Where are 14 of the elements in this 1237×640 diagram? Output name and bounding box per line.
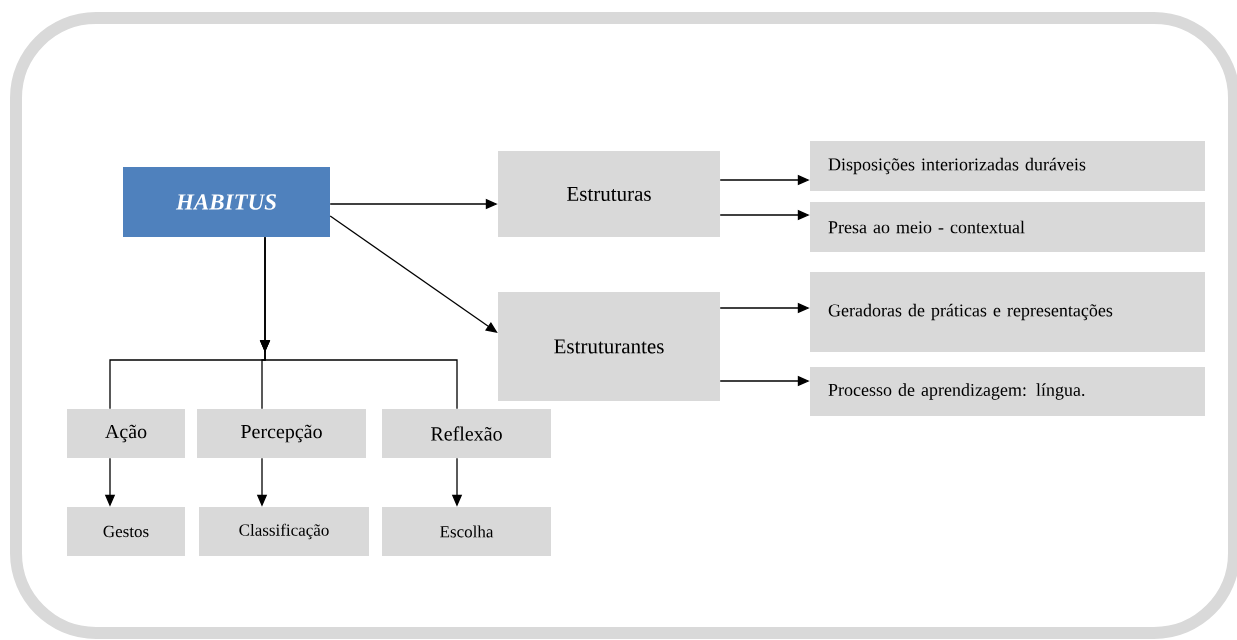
result-box: Classificação: [199, 507, 369, 556]
category-box: Percepção: [197, 409, 366, 458]
arrow: [329, 215, 498, 333]
result-box: Escolha: [382, 507, 551, 556]
description-box: Processo de aprendizagem: língua.: [810, 367, 1205, 416]
description-box: Disposições interiorizadas duráveis: [810, 141, 1205, 191]
concept-box: Estruturas: [498, 151, 720, 237]
description-box: Presa ao meio - contextual: [810, 202, 1205, 252]
result-box: Gestos: [67, 507, 185, 556]
title-box: HABITUS: [123, 167, 330, 237]
category-box: Ação: [67, 409, 185, 458]
concept-box: Estruturantes: [498, 292, 720, 401]
description-box: Geradoras de práticas e representações: [810, 272, 1205, 352]
category-box: Reflexão: [382, 409, 551, 458]
